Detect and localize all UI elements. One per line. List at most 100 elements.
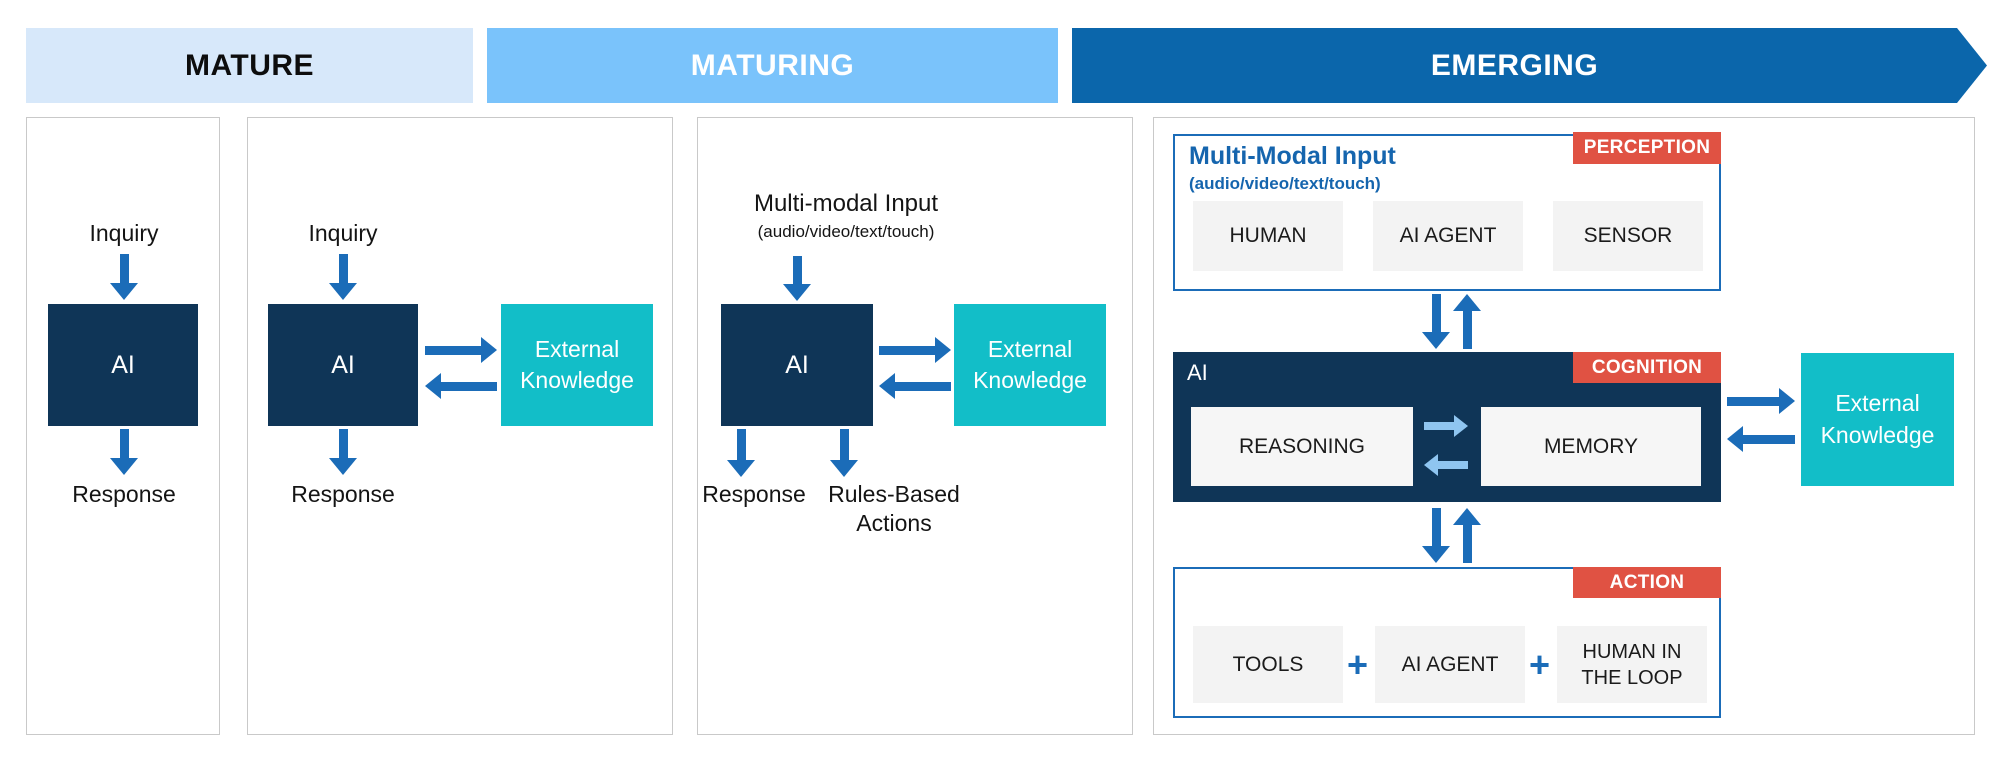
ai-agent-box: AI AGENT (1373, 201, 1523, 271)
arrow-down-icon (328, 254, 358, 300)
arrow-shaft (895, 381, 951, 391)
response-label: Response (291, 481, 395, 507)
arrow-head (1727, 426, 1743, 452)
arrow-shaft (1431, 294, 1441, 332)
arrow-down-icon (782, 256, 812, 301)
arrow-down-icon (829, 429, 859, 477)
reasoning-box: REASONING (1191, 407, 1413, 486)
arrow-shaft (839, 429, 849, 460)
arrow-shaft (879, 345, 935, 355)
external-knowledge-box: External Knowledge (1801, 353, 1954, 486)
memory-box: MEMORY (1481, 407, 1701, 486)
arrow-left-icon (425, 373, 497, 399)
panel-maturing: Inquiry AI External Knowledge Response (247, 117, 673, 735)
arrow-head (1453, 508, 1481, 525)
arrow-shaft (1462, 311, 1472, 349)
arrow-shaft (1743, 434, 1795, 444)
response-label: Response (72, 481, 176, 507)
band-maturing-label: MATURING (690, 48, 855, 82)
arrow-down-icon (109, 429, 139, 475)
arrow-shaft (792, 256, 802, 284)
arrow-up-icon (1452, 508, 1482, 563)
arrow-shaft (736, 429, 746, 460)
band-emerging-arrow: EMERGING (1072, 28, 1987, 103)
band-maturing: MATURING (487, 28, 1058, 103)
ai-box: AI (721, 304, 873, 426)
arrow-right-icon (1424, 415, 1468, 437)
arrow-head (1454, 415, 1468, 437)
arrow-down-icon (726, 429, 756, 477)
arrow-shaft (425, 345, 481, 355)
perception-box: Multi-Modal Input (audio/video/text/touc… (1173, 132, 1721, 291)
arrow-shaft (1462, 525, 1472, 563)
human-box: HUMAN (1193, 201, 1343, 271)
arrow-down-icon (328, 429, 358, 475)
arrow-down-icon (109, 254, 139, 300)
arrow-shaft (119, 429, 129, 458)
arrow-head (110, 283, 138, 300)
tools-box: TOOLS (1193, 626, 1343, 703)
arrow-up-icon (1452, 294, 1482, 349)
arrow-head (425, 373, 441, 399)
arrow-head (1424, 454, 1438, 476)
arrow-shaft (1424, 422, 1454, 430)
arrow-head (1422, 332, 1450, 349)
arrow-head (879, 373, 895, 399)
arrow-head (783, 284, 811, 301)
arrow-shaft (338, 254, 348, 283)
arrow-right-icon (879, 337, 951, 363)
plus-icon: + (1529, 644, 1551, 685)
inquiry-label: Inquiry (89, 220, 159, 246)
arrow-head (110, 458, 138, 475)
arrow-left-icon (1727, 426, 1795, 452)
perception-tag: PERCEPTION (1573, 132, 1721, 164)
ai-box: AI (268, 304, 418, 426)
human-in-the-loop-box: HUMAN IN THE LOOP (1557, 626, 1707, 703)
action-box: ACTION TOOLS + AI AGENT + HUMAN IN THE L… (1173, 567, 1721, 718)
arrow-shaft (119, 254, 129, 283)
band-mature: MATURE (26, 28, 473, 103)
multimodal-input-subtitle: (audio/video/text/touch) (1189, 174, 1381, 193)
arrow-shaft (1727, 396, 1779, 406)
ai-label: AI (1187, 360, 1208, 385)
arrow-head (1779, 388, 1795, 414)
band-emerging-label: EMERGING (1430, 48, 1599, 82)
action-tag: ACTION (1573, 567, 1721, 598)
ai-agent-box: AI AGENT (1375, 626, 1525, 703)
arrow-shaft (441, 381, 497, 391)
arrow-head (1453, 294, 1481, 311)
external-knowledge-box: External Knowledge (501, 304, 653, 426)
inquiry-label: Inquiry (308, 220, 378, 246)
arrow-right-icon (1727, 388, 1795, 414)
sensor-box: SENSOR (1553, 201, 1703, 271)
arrow-right-icon (425, 337, 497, 363)
response-label: Response (702, 481, 806, 507)
arrow-down-icon (1421, 294, 1451, 349)
cognition-box: AI COGNITION REASONING MEMORY (1173, 352, 1721, 502)
arrow-head (830, 460, 858, 477)
arrow-left-icon (879, 373, 951, 399)
arrow-shaft (338, 429, 348, 458)
multimodal-input-subtitle: (audio/video/text/touch) (757, 222, 935, 241)
plus-icon: + (1347, 644, 1369, 685)
arrow-left-icon (1424, 454, 1468, 476)
multimodal-input-title: Multi-Modal Input (1189, 142, 1396, 170)
panel-emerging: Multi-Modal Input (audio/video/text/touc… (1153, 117, 1975, 735)
external-knowledge-box: External Knowledge (954, 304, 1106, 426)
panel-multimodal: Multi-modal Input (audio/video/text/touc… (697, 117, 1133, 735)
rules-based-actions-label: Rules-Based Actions (828, 481, 960, 536)
arrow-shaft (1431, 508, 1441, 546)
ai-box: AI (48, 304, 198, 426)
arrow-head (935, 337, 951, 363)
arrow-head (329, 283, 357, 300)
arrow-head (329, 458, 357, 475)
multimodal-input-title: Multi-modal Input (753, 190, 939, 217)
cognition-tag: COGNITION (1573, 352, 1721, 383)
arrow-head (1422, 546, 1450, 563)
arrow-shaft (1438, 461, 1468, 469)
arrow-head (727, 460, 755, 477)
arrow-down-icon (1421, 508, 1451, 563)
arrow-head (481, 337, 497, 363)
band-mature-label: MATURE (184, 48, 315, 82)
